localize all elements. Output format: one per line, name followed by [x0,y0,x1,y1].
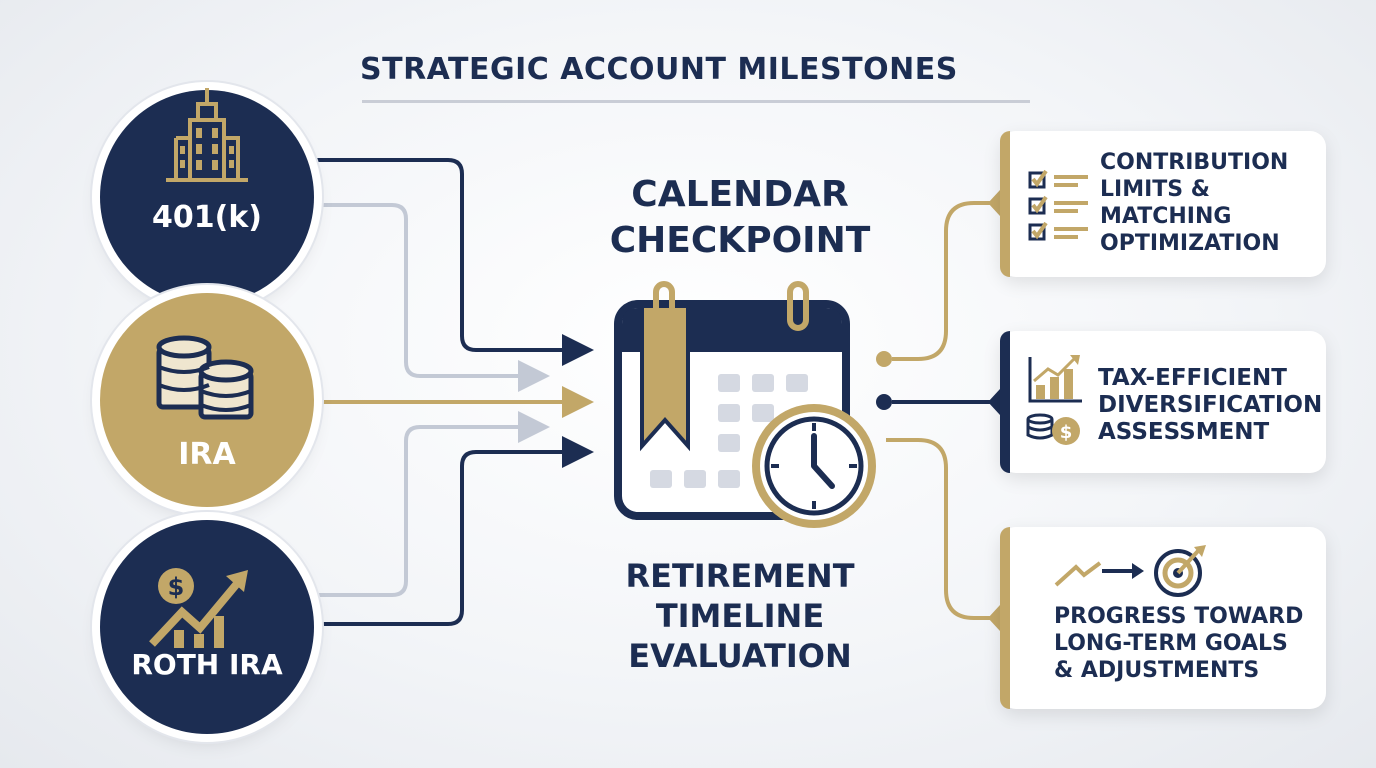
card-contribution-limits: CONTRIBUTION LIMITS & MATCHING OPTIMIZAT… [1000,131,1326,277]
account-label-401k: 401(k) [152,200,262,235]
target-arrow-icon [1054,545,1206,597]
wire-to-card1 [892,201,1000,361]
building-icon [166,88,248,182]
coins-icon [156,335,254,420]
wire-401k-gray [315,203,550,392]
growth-chart-icon: $ [149,568,248,648]
title-divider [362,100,1030,103]
card-text-tax-efficient: TAX-EFFICIENT DIVERSIFICATION ASSESSMENT [1098,365,1323,445]
calendar-clock-icon [614,281,876,528]
wire-roth-gray [315,411,550,597]
connector-dot-gold [876,351,892,367]
card-text-progress: PROGRESS TOWARD LONG-TERM GOALS & ADJUST… [1054,604,1304,683]
wire-401k-navy [315,158,594,366]
card-progress-goals: PROGRESS TOWARD LONG-TERM GOALS & ADJUST… [1000,527,1326,709]
center-subtitle: RETIREMENT TIMELINE EVALUATION [625,557,855,675]
svg-text:$: $ [168,573,185,601]
wire-to-card3 [886,438,1000,620]
center-title: CALENDAR CHECKPOINT [609,174,871,261]
page-title: STRATEGIC ACCOUNT MILESTONES [360,52,958,87]
account-401k: 401(k) [100,88,314,304]
card-tax-efficient: $ TAX-EFFICIENT DIVERSIFICATION ASSESSME… [1000,331,1326,473]
svg-text:$: $ [1060,422,1073,443]
account-label-roth-ira: ROTH IRA [131,648,283,681]
bar-chart-dollar-icon: $ [1026,355,1082,445]
account-label-ira: IRA [178,437,236,472]
account-roth-ira: $ ROTH IRA [100,520,314,734]
checklist-icon [1028,169,1088,241]
account-ira: IRA [100,293,314,507]
card-text-contribution: CONTRIBUTION LIMITS & MATCHING OPTIMIZAT… [1100,150,1289,256]
wire-roth-navy [315,436,594,626]
connector-dot-navy [876,394,892,410]
